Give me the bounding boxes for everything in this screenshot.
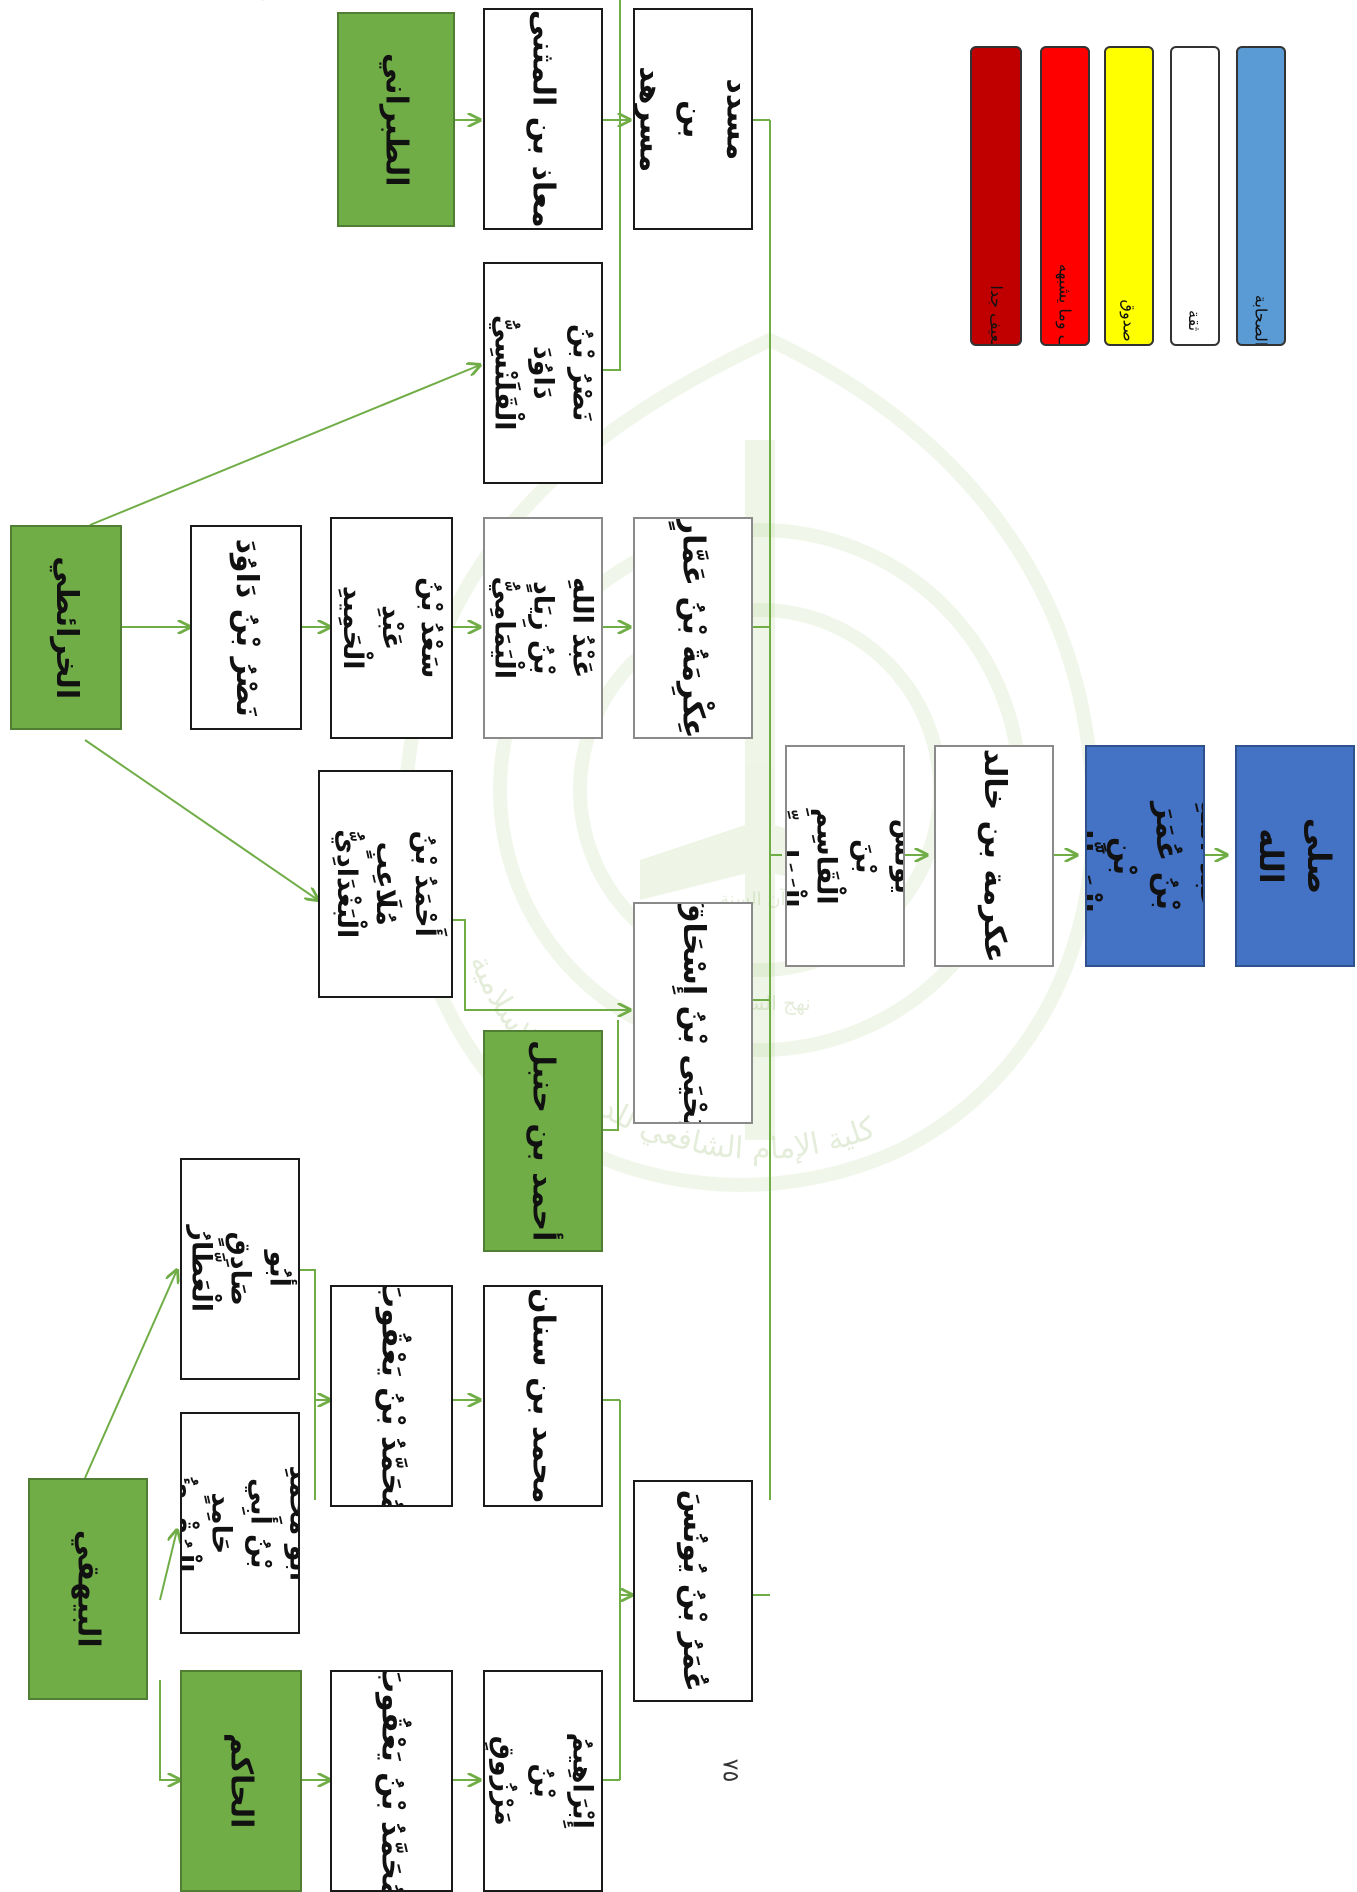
- node-ibrahim-marzuq: إِبْرَاهِيمُ بْنُ مَرْزُوقٍ: [483, 1670, 603, 1892]
- node-muadh: معاذ بن المثنى: [483, 8, 603, 230]
- legend-daif-jiddan: ضعيف جدا: [970, 46, 1022, 346]
- node-abu-sadiq: أَبُو صَادِقٍ الْعَطَّارُ: [180, 1158, 300, 1380]
- node-hakim: الحاكم: [180, 1670, 302, 1892]
- node-muhammad-yaqub-1: مُحَمَّدُ بْنُ يَعْقُوبَ: [330, 1285, 453, 1507]
- node-abu-muhammad-muqri: أَبُو مُحَمَّدِ بْنُ أَبِي حَامِدٍ الْمُ…: [180, 1412, 300, 1634]
- node-muhammad-sinan: محمد بن سنان: [483, 1285, 603, 1507]
- legend-thiqah: ثقة: [1170, 46, 1220, 346]
- node-bayhaqi: البيهقي: [28, 1478, 148, 1700]
- node-abdullah-ibn-umar: عَبْدُ اللهِ بْنُ عُمَرَ بْنِ الْخَطَّاب…: [1085, 745, 1205, 967]
- legend-sahabah: الصحابة: [1236, 46, 1286, 346]
- node-kharaiti: الخرائطي: [10, 525, 122, 730]
- node-muhammad-yaqub-2: مُحَمَّدُ بْنُ يَعْقُوبَ: [330, 1670, 453, 1892]
- node-yahya-ishaq: يَحْيَى بْنُ إِسْحَاقَ: [633, 902, 753, 1124]
- node-ikrimah-ammar: عِكْرِمَةُ بْنُ عَمَّارٍ: [633, 517, 753, 739]
- legend-daif: ضعيف وما يشبهه: [1040, 46, 1090, 346]
- node-nasr-qalanisi: نَصْرُ بْنُ دَاوُدَ الْقَلَنْسِيُّ: [483, 262, 603, 484]
- page-number: ٧٥: [717, 1758, 743, 1783]
- legend-saduq: صدوق: [1104, 46, 1154, 346]
- node-saad-abdulhamid: سَعْدُ بْنُ عَبْدِ الْحَمِيدِ: [330, 517, 453, 739]
- node-tabarani: الطبراني: [337, 12, 455, 227]
- node-nasr-dawud: نَصْرُ بْنُ دَاوُدَ: [190, 525, 302, 730]
- node-ahmad-mulaib: أَحْمَدُ بْنُ مُلَاعِبٍ الْبَغْدَادِيُّ: [318, 770, 453, 998]
- node-umar-yunus: عُمَرُ بْنُ يُونُسَ: [633, 1480, 753, 1702]
- node-abdullah-yamami: عَبْدُ اللهِ بْنُ زِيَادٍ الْيَمَامِيُّ: [483, 517, 603, 739]
- node-yunus-qasim: يُونُسَ بْنَ الْقَاسِمِ الْيَمَامِيِّ: [785, 745, 905, 967]
- node-ikrimah-khalid: عكرمة بن خالد: [934, 745, 1054, 967]
- node-ahmad-hanbal: أحمد بن حنبل: [483, 1030, 603, 1252]
- node-musaddad: مسدد بن مسرهد: [633, 8, 753, 230]
- node-prophet: رسول الله صلى الله عليه وسلم: [1235, 745, 1355, 967]
